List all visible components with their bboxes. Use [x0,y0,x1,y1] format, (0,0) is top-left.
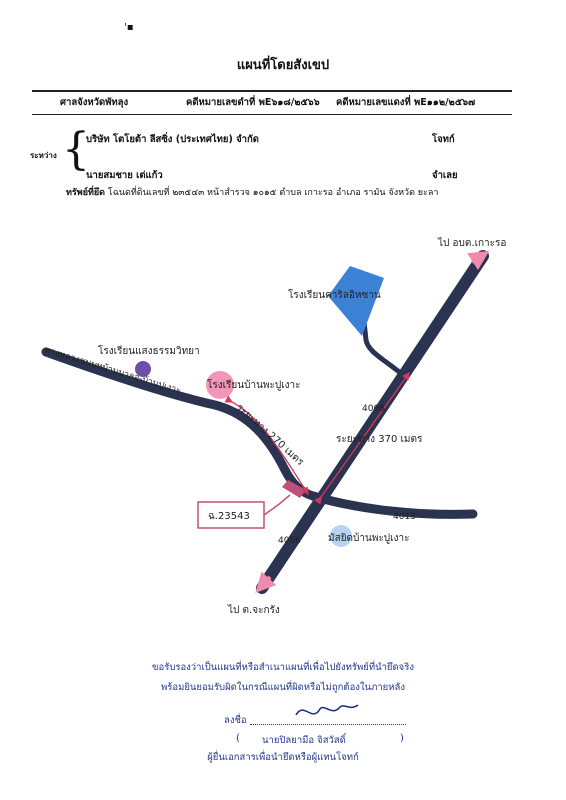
property-text: โฉนดที่ดินเลขที่ ๒๓๕๔๓ หน้าสำรวจ ๑๐๑๕ ตำ… [107,188,439,198]
defendant-role: จำเลย [432,170,458,181]
road-west [41,347,318,501]
scan-mark: '▪ [124,22,134,33]
distance-2-label: ระยะทาง 370 เมตร [336,434,423,445]
between-label: ระหว่าง [30,151,57,160]
property-label: ทรัพย์ที่ยึด [66,188,106,198]
distance-arrow-1 [224,395,309,496]
signature-scribble [295,704,359,716]
signature-dotted-line [250,724,406,725]
to-north-label: ไป อบต.เกาะรอ [437,237,506,249]
school-3-label: โรงเรียนบ้านพะปูเงาะ [207,378,301,391]
cert-line-2: พร้อมยินยอมรับผิดในกรณีแผนที่ผิดหรือไม่ถ… [161,682,405,693]
paren-open: ( [236,733,240,744]
north-end-arrow [467,250,490,271]
defendant-name: นายสมชาย เต่แก้ว [86,170,163,181]
to-south-label: ไป ต.จะกรัง [227,604,280,616]
plot-connector [263,494,291,516]
cert-line-1: ขอรับรองว่าเป็นแผนที่หรือสำเนาแผนที่เพื่… [152,662,414,673]
header-rule-bottom [32,114,512,115]
signer-name: นายปิลยามีอ จิสวัสดิ์ [262,735,346,746]
plaintiff-role: โจทก์ [432,134,455,145]
header-rule-top [32,90,512,92]
south-end-arrow [255,571,277,593]
school-1-label: โรงเรียนคาริลอิหซาน [288,288,381,301]
sign-label: ลงชื่อ [224,715,247,726]
road-number-3: 4013 [393,512,416,522]
school-3-marker [206,371,234,399]
brace-symbol: { [62,124,90,175]
paren-close: ) [400,733,404,744]
school-2-marker [135,361,151,377]
distance-arrow-2 [314,371,410,505]
plot-label-box [197,501,265,529]
black-case-number: คดีหมายเลขดำที่ พE๖๑๘/๒๕๖๖ [186,97,320,108]
property-line: ทรัพย์ที่ยึด โฉนดที่ดินเลขที่ ๒๓๕๔๓ หน้า… [66,185,438,199]
plaintiff-name: บริษัท โตโยต้า ลีสซิ่ง (ประเทศไทย) จำกัด [86,134,259,145]
mosque-label: มัสยิดบ้านพะปูเงาะ [328,532,409,544]
road-branch-school [359,300,406,378]
school-1-marker [328,266,384,336]
court-name: ศาลจังหวัดพัทลุง [60,97,129,108]
plot-label: ฉ.23543 [208,511,250,522]
school-2-label: โรงเรียนแสงธรรมวิทยา [98,344,200,357]
signer-role: ผู้ยื่นเอกสารเพื่อนำยึดหรือผู้แทนโจทก์ [207,752,359,763]
mosque-marker [330,525,352,547]
page-title: แผนที่โดยสังเขป [236,58,330,73]
road-number-2: 4066 [278,536,301,546]
road-number-1: 4066 [362,404,385,414]
red-case-number: คดีหมายเลขแดงที่ พE๑๑๒/๒๕๖๗ [336,97,476,108]
distance-1-label: ระยะทาง 270 เมตร [234,402,306,468]
